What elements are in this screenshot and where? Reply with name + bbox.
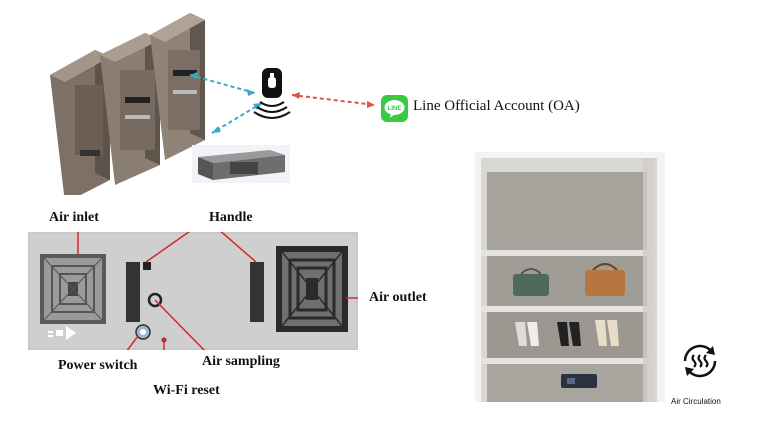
- cabinet-photo: [475, 152, 665, 402]
- label-handle: Handle: [209, 210, 253, 225]
- label-air-outlet: Air outlet: [369, 290, 427, 305]
- label-air-inlet: Air inlet: [49, 210, 99, 225]
- power-plug-icon: [48, 326, 76, 340]
- shoes: [515, 320, 619, 346]
- label-power-switch: Power switch: [58, 358, 138, 373]
- label-air-sampling: Air sampling: [202, 354, 280, 369]
- cabinet-middle: [100, 33, 160, 185]
- air-inlet-grille: [40, 254, 106, 324]
- air-circulation-icon: [683, 344, 717, 378]
- air-sampling-port: [147, 292, 163, 308]
- air-circulation-label: Air Circulation: [671, 397, 721, 406]
- brown-bag: [585, 263, 625, 296]
- label-wifi-reset: Wi-Fi reset: [153, 383, 220, 398]
- iot-hub-icon: [253, 68, 291, 119]
- line-icon-text: LINE: [388, 106, 402, 112]
- line-oa-icon: LINE: [381, 95, 408, 122]
- indicator-square: [143, 262, 151, 270]
- link-hub-line: [291, 94, 376, 106]
- handle-right: [250, 262, 264, 322]
- air-outlet-grille: [276, 246, 348, 332]
- cabinet-right: [150, 13, 205, 160]
- device-in-cabinet: [561, 374, 597, 388]
- cabinet-network-illustration: [50, 13, 376, 195]
- link-hub-device: [211, 102, 263, 134]
- power-switch: [135, 324, 151, 340]
- handle-left: [126, 262, 140, 322]
- link-cabinet-hub: [189, 74, 256, 94]
- green-bag: [513, 268, 549, 296]
- cabinet-left: [50, 50, 110, 195]
- line-oa-label: Line Official Account (OA): [413, 98, 580, 114]
- device-front-panel: [28, 232, 358, 350]
- air-device-render: [192, 145, 290, 183]
